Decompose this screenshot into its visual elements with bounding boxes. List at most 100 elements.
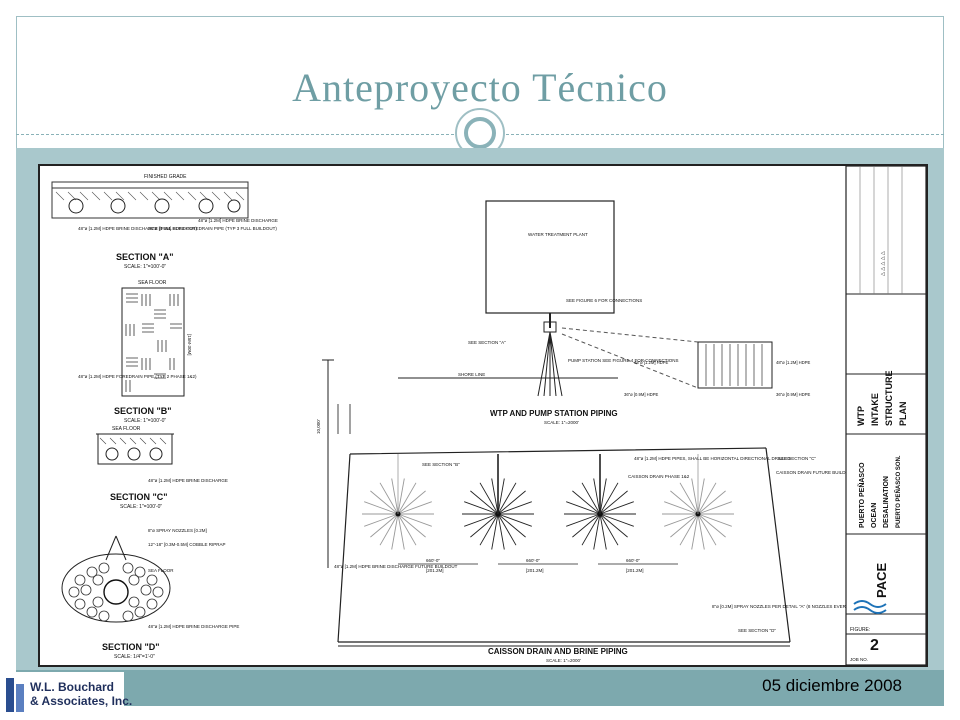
spray-ray bbox=[397, 513, 432, 527]
see-section-a-label: SEE SECTION "A" bbox=[468, 340, 506, 345]
shore-line-label: SHORE LINE bbox=[458, 372, 485, 377]
section-d-sea-floor: SEA FLOOR bbox=[148, 568, 174, 573]
spray-ray bbox=[464, 513, 499, 527]
dim-1-m: [201.2M] bbox=[426, 568, 444, 573]
wtp-title: WTP AND PUMP STATION PIPING bbox=[490, 409, 618, 418]
sheet-title-1: WTP bbox=[856, 406, 866, 426]
spray-ray bbox=[679, 513, 699, 546]
spray-ray bbox=[572, 513, 601, 538]
spray-ray bbox=[697, 513, 726, 538]
see-section-c-label: SEE SECTION "C" bbox=[778, 456, 816, 461]
dim-3: 660'-0" bbox=[626, 558, 640, 563]
spray-ray bbox=[697, 490, 726, 515]
section-d-note-2: 12"-18" [0.3M-0.5M] COBBLE RIPRAP bbox=[148, 542, 225, 547]
section-d-note-1: 8"ø SPRAY NOZZLES [0.2M] bbox=[148, 528, 207, 533]
firm-name: PACE bbox=[874, 563, 889, 598]
spray-ray bbox=[379, 513, 399, 546]
spray-ray bbox=[697, 482, 717, 515]
spray-ray bbox=[691, 513, 699, 550]
job-label: JOB NO. bbox=[850, 657, 868, 662]
spray-ray bbox=[697, 513, 705, 550]
wtp-plan: WATER TREATMENT PLANT SEE FIGURE 6 FOR C… bbox=[398, 200, 811, 425]
caisson-title: CAISSON DRAIN AND BRINE PIPING bbox=[488, 647, 628, 656]
section-d-title: SECTION "D" bbox=[102, 642, 160, 652]
slide-date: 05 diciembre 2008 bbox=[762, 676, 902, 695]
spray-ray bbox=[581, 513, 601, 546]
spray-ray bbox=[379, 482, 399, 515]
spray-fans bbox=[362, 454, 734, 550]
section-b-title: SECTION "B" bbox=[114, 406, 172, 416]
note-pipes: 48"ø [1.2M] HDPE PIPES, SHALL BE HORIZON… bbox=[634, 456, 791, 461]
spray-ray bbox=[370, 490, 399, 515]
svg-text:[15M-30M]: [15M-30M] bbox=[187, 334, 192, 356]
spray-ray bbox=[397, 478, 405, 515]
spray-ray bbox=[397, 513, 405, 550]
spray-ray bbox=[599, 482, 619, 515]
slide-title: Anteproyecto Técnico bbox=[292, 65, 668, 110]
spray-ray bbox=[491, 478, 499, 515]
spray-ray bbox=[593, 513, 601, 550]
project-4: PUERTO PEÑASCO SON. bbox=[895, 455, 902, 528]
spray-ray bbox=[697, 478, 705, 515]
spray-ray bbox=[370, 513, 399, 538]
note-drain: CAISSON DRAIN PHASE 1&2 bbox=[628, 474, 690, 479]
spray-ray bbox=[470, 513, 499, 538]
spray-ray bbox=[479, 482, 499, 515]
dim-2-m: [201.2M] bbox=[526, 568, 544, 573]
spray-ray bbox=[364, 513, 399, 527]
drawing-svg: FINISHED GRADE 48"ø [1.2M] HDPE BRINE DI… bbox=[38, 164, 928, 667]
wtp-scale: SCALE: 1"=2000' bbox=[544, 420, 579, 425]
engineering-drawing: FINISHED GRADE 48"ø [1.2M] HDPE BRINE DI… bbox=[38, 164, 928, 667]
spray-ray bbox=[391, 478, 399, 515]
spray-ray bbox=[497, 482, 517, 515]
project-1: PUERTO PEÑASCO bbox=[857, 462, 866, 528]
spray-ray bbox=[397, 482, 417, 515]
spray-ray bbox=[566, 513, 601, 527]
spray-ray bbox=[599, 513, 628, 538]
pace-logo: PACE bbox=[853, 563, 889, 614]
company-logo: W.L. Bouchard & Associates, Inc. bbox=[0, 672, 132, 718]
footer-bar bbox=[16, 670, 944, 706]
vertical-dimensions: 10,000' bbox=[316, 359, 351, 568]
spray-ray bbox=[599, 490, 628, 515]
section-a-note-1: 48"ø [1.2M] HDPE BRINE DISCHARGE (FULL B… bbox=[78, 226, 197, 231]
section-c-sea-floor: SEA FLOOR bbox=[112, 426, 141, 432]
section-d-note-3: 48"ø [1.2M] HDPE BRINE DISCHARGE PIPE bbox=[148, 624, 239, 629]
spray-ray bbox=[593, 478, 601, 515]
logo-line-2: & Associates, Inc. bbox=[30, 694, 133, 708]
spray-ray bbox=[664, 501, 699, 515]
spray-ray bbox=[599, 513, 607, 550]
pump-station-label: PUMP STATION SEE FIGURE 4 FOR CONNECTION… bbox=[568, 358, 679, 363]
caisson-scale: SCALE: 1"=2000' bbox=[546, 658, 581, 663]
spray-ray bbox=[599, 513, 619, 546]
svg-text:48"ø [1.2M] HDPE: 48"ø [1.2M] HDPE bbox=[776, 360, 811, 365]
section-c-title: SECTION "C" bbox=[110, 492, 168, 502]
sheet-title-3: STRUCTURE bbox=[884, 371, 894, 427]
spray-ray bbox=[497, 490, 526, 515]
see-section-b-label: SEE SECTION "B" bbox=[422, 462, 460, 467]
dim-1: 660'-0" bbox=[426, 558, 440, 563]
section-c-note-1: 48"ø [1.2M] HDPE BRINE DISCHARGE bbox=[148, 478, 228, 483]
spray-ray bbox=[679, 482, 699, 515]
spray-ray bbox=[497, 513, 505, 550]
dim-2: 660'-0" bbox=[526, 558, 540, 563]
spray-ray bbox=[497, 478, 505, 515]
section-b-sea-floor: SEA FLOOR bbox=[138, 280, 167, 286]
section-b: SEA FLOOR [15M-30M] 48"ø [1.2M] HDPE FOR… bbox=[78, 280, 197, 424]
logo-mark-icon bbox=[6, 678, 24, 712]
svg-text:36"ø [0.9M] HDPE: 36"ø [0.9M] HDPE bbox=[624, 392, 659, 397]
total-distance: 10,000' bbox=[316, 419, 321, 434]
project-2: OCEAN bbox=[871, 503, 878, 528]
see-section-d-label: SEE SECTION "D" bbox=[738, 628, 776, 633]
spray-ray bbox=[572, 490, 601, 515]
sheet-title-2: INTAKE bbox=[870, 393, 880, 426]
spray-ray bbox=[581, 482, 601, 515]
spray-ray bbox=[497, 513, 517, 546]
title-block: △ △ △ △ △ WTP INTAKE STRUCTURE PLAN PUER… bbox=[845, 165, 927, 666]
spray-ray bbox=[364, 501, 399, 515]
section-a-title: SECTION "A" bbox=[116, 252, 174, 262]
spray-ray bbox=[470, 490, 499, 515]
spray-ray bbox=[691, 478, 699, 515]
spray-ray bbox=[670, 490, 699, 515]
caisson-plan: CAISSON DRAIN AND BRINE PIPING SCALE: 1"… bbox=[337, 447, 791, 663]
